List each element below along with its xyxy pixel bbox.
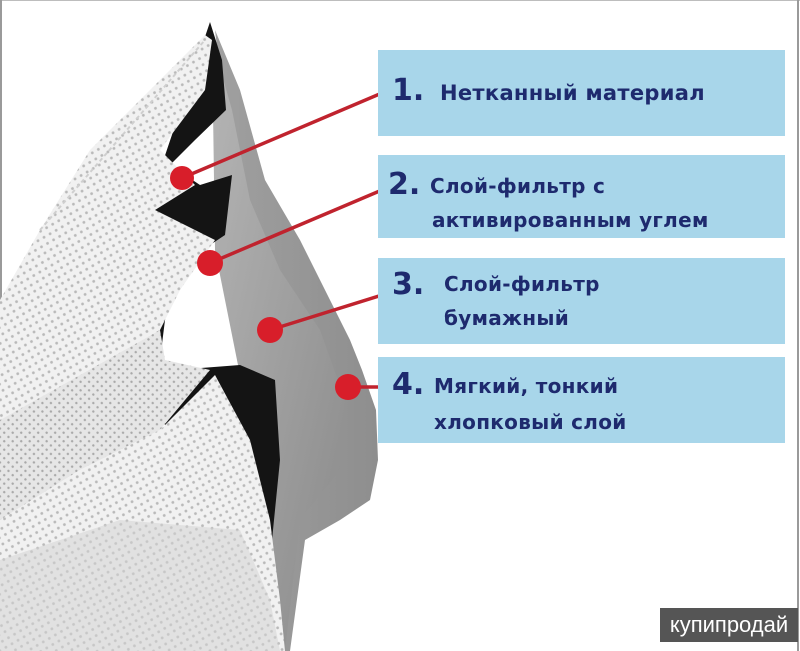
watermark-text: купипродай [669, 612, 789, 637]
layer-number: 1. [392, 73, 425, 108]
layer-description-line1: Слой-фильтр с [430, 174, 606, 198]
layer-label-2: 2. Слой-фильтр с активированным углем [378, 155, 785, 238]
layer-label-4: 4. Мягкий, тонкий хлопковый слой [378, 357, 785, 443]
layer-label-3: 3. Слой-фильтр бумажный [378, 258, 785, 344]
watermark-badge: купипродай [660, 608, 798, 642]
outer-fold-shade [0, 520, 280, 651]
layer-number: 4. [392, 367, 425, 402]
leader-line-1 [181, 91, 383, 180]
marker-dot-3 [257, 317, 283, 343]
outer-fold-1 [0, 330, 210, 520]
outer-layer-shape [0, 35, 215, 420]
layer-description-line2: хлопковый слой [434, 410, 627, 434]
marker-dot-2 [197, 250, 223, 276]
layer-number: 3. [392, 267, 425, 302]
layer-description: Нетканный материал [440, 81, 705, 105]
leader-line-3 [269, 293, 383, 332]
layer-description-line1: Мягкий, тонкий [434, 374, 619, 398]
marker-dot-4 [335, 374, 361, 400]
layer-label-1: 1. Нетканный материал [378, 50, 785, 136]
frame-border-top [0, 0, 800, 1]
layer-description-line2: активированным углем [432, 208, 709, 232]
leader-line-2 [209, 188, 383, 265]
layer-description-line2: бумажный [444, 306, 570, 330]
marker-dot-1 [170, 166, 194, 190]
layer-number: 2. [388, 167, 421, 202]
frame-border-right [797, 0, 799, 651]
layer-description-line1: Слой-фильтр [444, 272, 600, 296]
